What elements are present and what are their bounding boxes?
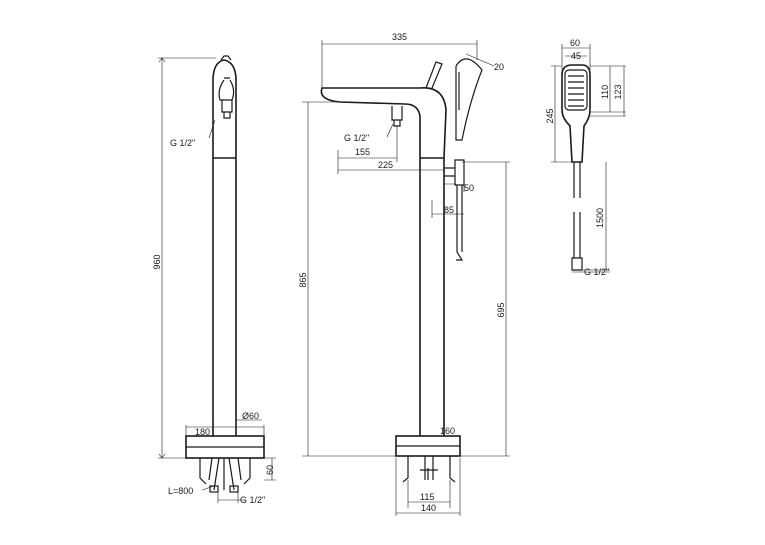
front-thread-label: G 1/2" bbox=[344, 133, 369, 143]
hand-dim-245: 245 bbox=[545, 108, 555, 123]
front-dim-335: 335 bbox=[392, 32, 407, 42]
side-diameter-label: Ø60 bbox=[242, 411, 259, 421]
front-feet bbox=[402, 456, 456, 483]
front-dim-20: 20 bbox=[494, 62, 504, 72]
side-column bbox=[212, 157, 237, 436]
side-thread-label: G 1/2" bbox=[170, 138, 195, 148]
front-dim-85: 85 bbox=[444, 205, 454, 215]
hand-hose bbox=[571, 162, 583, 271]
side-hoses bbox=[213, 457, 235, 491]
front-dim-160: 160 bbox=[440, 426, 455, 436]
front-dim-865: 865 bbox=[298, 272, 308, 287]
side-body bbox=[212, 59, 237, 158]
hand-dim-110: 110 bbox=[600, 85, 610, 99]
side-view: 960 G 1/2" Ø60 180 60 L=800 G 1/2" bbox=[152, 55, 276, 505]
front-dim-50: 50 bbox=[464, 183, 474, 193]
hand-dim-45: 45 bbox=[571, 51, 581, 61]
hand-dim-1500: 1500 bbox=[595, 208, 605, 228]
hand-thread-label: G 1/2" bbox=[584, 267, 609, 277]
side-outlet bbox=[221, 100, 233, 119]
side-base-width-label: 180 bbox=[195, 427, 210, 437]
side-feet bbox=[199, 457, 251, 485]
front-dim-140: 140 bbox=[421, 503, 436, 513]
side-dim-960: 960 bbox=[152, 254, 162, 269]
front-hand-shower bbox=[455, 58, 483, 141]
front-spout bbox=[320, 87, 447, 159]
front-view: 335 20 G 1/2" 155 225 865 695 50 85 160 … bbox=[298, 32, 510, 516]
front-column bbox=[419, 157, 445, 436]
hand-shower-body bbox=[561, 64, 591, 163]
front-dim-695: 695 bbox=[496, 302, 506, 317]
hand-dim-60: 60 bbox=[570, 38, 580, 48]
front-hose bbox=[456, 185, 464, 261]
side-base-height-label: 60 bbox=[265, 465, 275, 475]
hand-shower-view: 60 45 110 123 245 1500 G 1/2" bbox=[545, 38, 626, 277]
hand-dim-123: 123 bbox=[613, 84, 623, 99]
side-hose-label: L=800 bbox=[168, 486, 193, 496]
front-dim-225: 225 bbox=[378, 160, 393, 170]
front-lever bbox=[425, 61, 443, 89]
front-holder bbox=[444, 159, 465, 186]
front-outlet bbox=[391, 106, 403, 127]
hand-shower-face bbox=[564, 69, 588, 111]
side-inlet-label: G 1/2" bbox=[240, 495, 265, 505]
side-handle bbox=[218, 55, 235, 101]
front-dim-115: 115 bbox=[420, 492, 434, 502]
side-dim-960-line bbox=[158, 57, 216, 459]
front-dim-155: 155 bbox=[355, 147, 370, 157]
